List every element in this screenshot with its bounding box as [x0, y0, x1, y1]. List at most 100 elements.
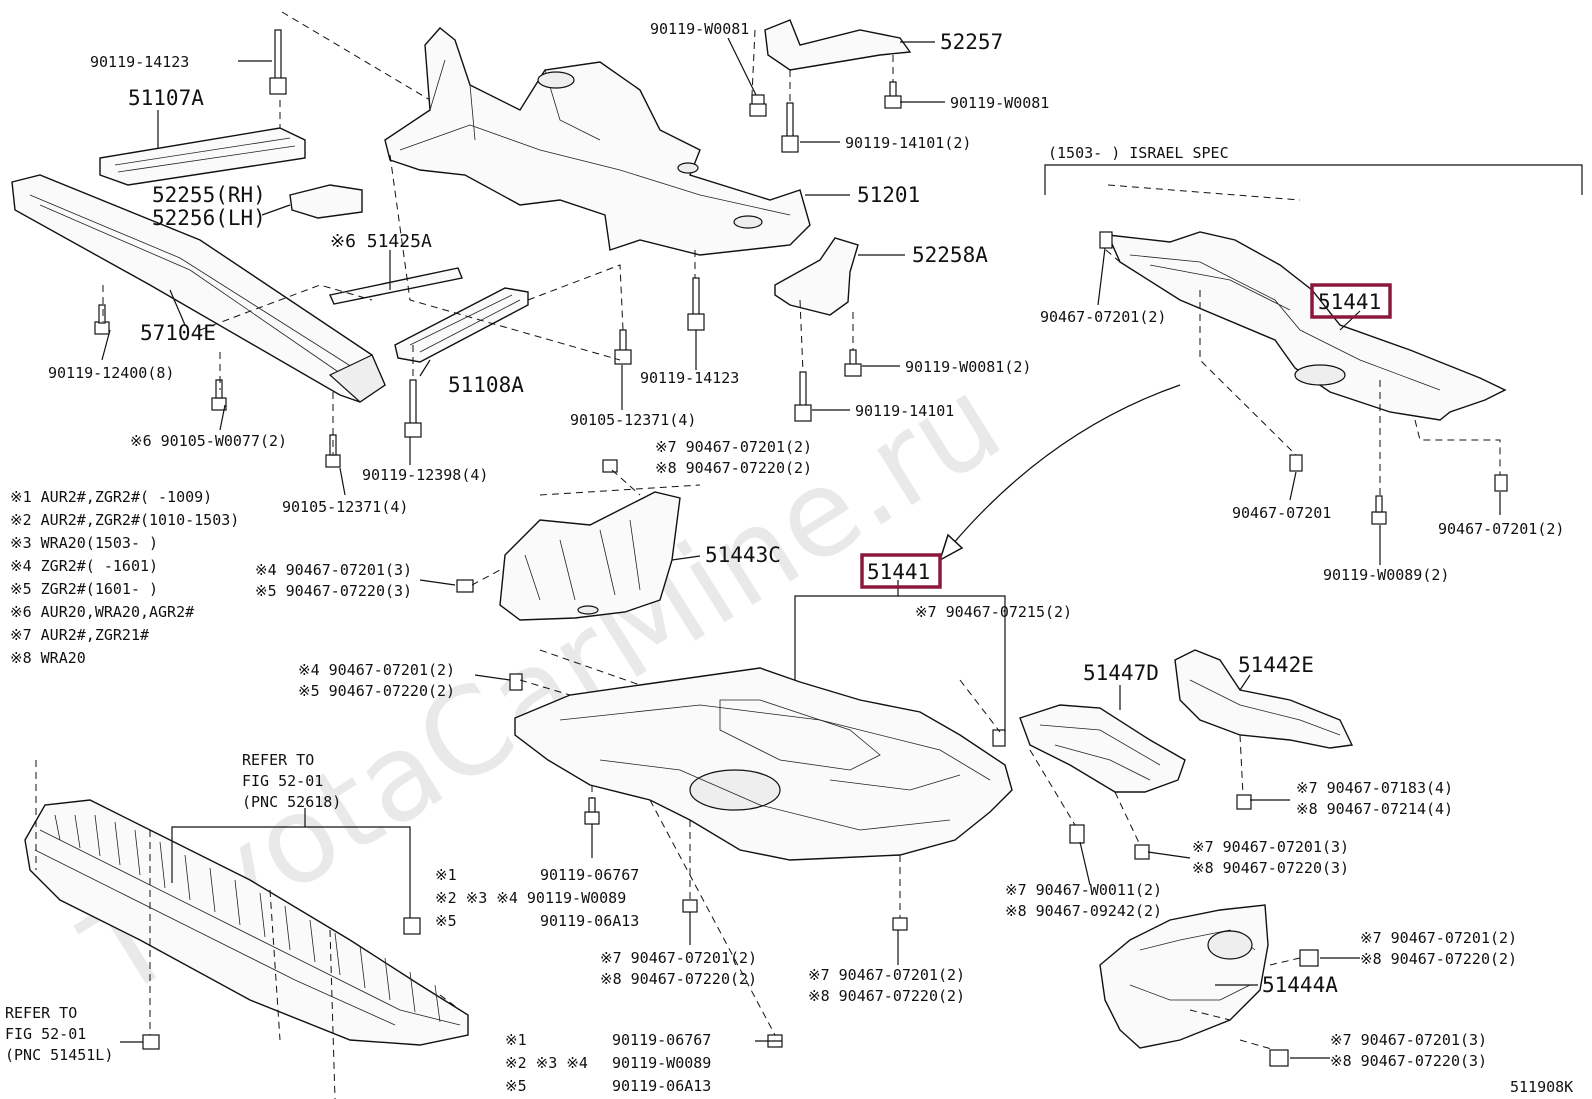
part-number-label: ※6 90105-W0077(2) [130, 432, 287, 450]
bolt-icon [781, 102, 799, 153]
part-bumper-absorber-drawing [24, 799, 469, 1046]
legend-item: ※1 AUR2#,ZGR2#( -1009) [10, 488, 212, 506]
part-number-label: ※4 90467-07201(2) [298, 661, 455, 679]
bolt-icon [211, 379, 227, 411]
part-number-label: 51108A [448, 373, 524, 397]
refer-label: FIG 52-01 [242, 772, 323, 790]
part-number-label: 51107A [128, 86, 204, 110]
part-number-label: ※8 90467-07220(3) [1192, 859, 1349, 877]
refer-label: (PNC 51451L) [5, 1046, 113, 1064]
bolt-icon [892, 917, 908, 931]
note-ref-label: ※5 [435, 912, 457, 930]
part-51444a-drawing [1099, 904, 1269, 1049]
legend: ※1 AUR2#,ZGR2#( -1009) ※2 AUR2#,ZGR2#(10… [10, 488, 239, 667]
part-number-label: 51442E [1238, 653, 1314, 677]
bolt-icon [1269, 1049, 1289, 1067]
part-number-label: ※7 90467-07201(2) [600, 949, 757, 967]
part-number-label: ※7 90467-07201(3) [1192, 838, 1349, 856]
part-number-label: ※7 90467-07201(2) [1360, 929, 1517, 947]
bolt-icon [325, 434, 341, 468]
bolt-icon [1494, 474, 1508, 492]
part-number-label: 90467-07201(2) [1438, 520, 1564, 538]
bolt-icon [509, 673, 523, 691]
part-number-label: ※5 90467-07220(2) [298, 682, 455, 700]
note-ref-label: ※2 ※3 ※4 [505, 1054, 588, 1072]
part-number-label: 90105-12371(4) [570, 411, 696, 429]
legend-item: ※6 AUR20,WRA20,AGR2# [10, 603, 194, 621]
bolt-icon [1371, 495, 1387, 525]
bolt-icon [94, 304, 110, 335]
part-number-label: 90119-W0081 [950, 94, 1049, 112]
legend-item: ※2 AUR2#,ZGR2#(1010-1503) [10, 511, 239, 529]
part-number-label: ※7 90467-07201(2) [655, 438, 812, 456]
part-number-label: 90119-12400(8) [48, 364, 174, 382]
bolt-icon [992, 729, 1006, 747]
part-51108a-drawing [394, 287, 529, 363]
part-number-label: 90467-07201(2) [1040, 308, 1166, 326]
legend-item: ※8 WRA20 [10, 649, 86, 667]
part-number-label: 90119-14123 [90, 53, 189, 71]
part-number-label: 90119-06767 [540, 866, 639, 884]
part-number-label: 90119-W0081 [650, 20, 749, 38]
part-number-label: ※2 ※3 ※4 90119-W0089 [435, 889, 626, 907]
bolt-icon [682, 899, 698, 913]
part-number-label: 90105-12371(4) [282, 498, 408, 516]
bolt-icon [844, 349, 862, 377]
bolt-icon [1289, 454, 1303, 472]
refer-label: (PNC 52618) [242, 793, 341, 811]
part-number-label: 90119-06A13 [612, 1077, 711, 1095]
part-51107a-drawing [99, 127, 306, 186]
part-number-label: 51441 [1318, 290, 1381, 314]
part-51442e-drawing [1174, 649, 1354, 749]
part-number-label: 90119-W0089(2) [1323, 566, 1449, 584]
bolt-icon [404, 379, 422, 438]
part-number-label: 57104E [140, 321, 216, 345]
highlight-51441-israel [1310, 283, 1392, 319]
bolt-icon [794, 371, 812, 422]
bolt-icon [584, 797, 600, 825]
part-number-label: 52257 [940, 30, 1003, 54]
legend-item: ※7 AUR2#,ZGR21# [10, 626, 149, 644]
part-number-label: 52256(LH) [152, 206, 266, 230]
part-number-label: 52258A [912, 243, 988, 267]
legend-item: ※4 ZGR2#( -1601) [10, 557, 158, 575]
part-51447d-drawing [1019, 704, 1186, 793]
part-number-label: 51447D [1083, 661, 1159, 685]
part-number-label: ※8 90467-07214(4) [1296, 800, 1453, 818]
part-number-label: 90119-14123 [640, 369, 739, 387]
legend-item: ※5 ZGR2#(1601- ) [10, 580, 158, 598]
legend-item: ※3 WRA20(1503- ) [10, 534, 158, 552]
part-number-label: 90467-07201 [1232, 504, 1331, 522]
part-number-label: 52255(RH) [152, 183, 266, 207]
part-number-label: 90119-14101(2) [845, 134, 971, 152]
bolt-icon [1236, 794, 1252, 810]
highlight-51441-main [860, 553, 942, 589]
part-number-label: ※7 90467-07201(2) [808, 966, 965, 984]
part-number-label: ※8 90467-07220(2) [600, 970, 757, 988]
part-number-label: ※8 90467-07220(2) [1360, 950, 1517, 968]
bolt-icon [1069, 824, 1085, 844]
bolt-icon [269, 29, 287, 95]
bolt-icon [1134, 844, 1150, 860]
bolt-icon [1099, 231, 1113, 249]
diagram-id: 511908K [1510, 1078, 1573, 1096]
part-51425a-drawing [329, 267, 463, 305]
note-ref-label: ※5 [505, 1077, 527, 1095]
part-51443c-drawing [499, 491, 681, 621]
refer-label: FIG 52-01 [5, 1025, 86, 1043]
part-number-label: ※5 90467-07220(3) [255, 582, 412, 600]
part-number-label: 90119-06A13 [540, 912, 639, 930]
transition-arrow-icon [938, 384, 1181, 562]
part-51441-main-drawing [514, 667, 1013, 861]
bolt-icon [602, 459, 618, 473]
part-number-label: 51443C [705, 543, 781, 567]
note-ref-label: ※1 [505, 1031, 527, 1049]
part-number-label: 51441 [867, 560, 930, 584]
bolt-icon [687, 277, 705, 331]
part-number-label: 90119-14101 [855, 402, 954, 420]
note-ref-label: ※1 [435, 866, 457, 884]
part-52257-drawing [764, 19, 912, 71]
bolt-icon [749, 94, 767, 117]
bolt-icon [1299, 949, 1319, 967]
